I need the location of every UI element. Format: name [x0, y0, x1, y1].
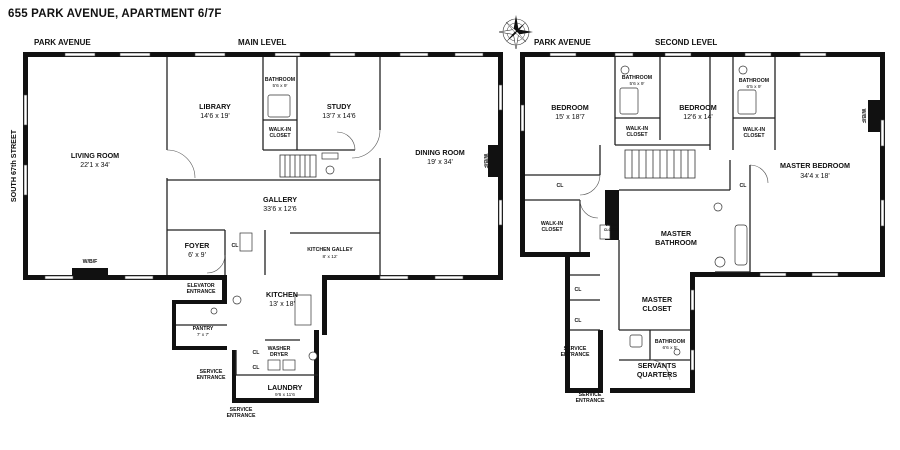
washer-dryer-label: WASHER [268, 346, 291, 352]
walkin-2-label-2: CLOSET [743, 133, 765, 139]
main-stairs [279, 154, 317, 178]
main-walkin-label: WALK-IN [269, 127, 291, 133]
laundry-label: LAUNDRY [268, 383, 303, 392]
walkin-1-label: WALK-IN [626, 126, 648, 132]
second-street-label: PARK AVENUE [534, 38, 591, 47]
fireplace-icon [488, 145, 499, 177]
main-walkin-label-2: CLOSET [269, 133, 291, 139]
gallery-label: GALLERY [263, 195, 297, 204]
side-street-label: SOUTH 67th STREET [9, 129, 18, 202]
living-room-dims: 22'1 x 34' [80, 162, 110, 169]
compass-rose-icon [498, 15, 533, 50]
second-service-entrance-2-label-2: ENTRANCE [576, 398, 605, 404]
main-bathroom-label: BATHROOM [265, 77, 295, 83]
bathroom-3-label: BATHROOM [655, 339, 685, 345]
servants-quarters-label-2: QUARTERS [637, 370, 678, 379]
living-wbf-label: W/B/F [83, 259, 98, 265]
service-entrance-2-label-2: ENTRANCE [227, 413, 256, 419]
master-bathroom-label: MASTER [661, 229, 692, 238]
dining-room-dims: 19' x 34' [427, 159, 453, 166]
bathroom-1-label: BATHROOM [622, 75, 652, 81]
living-room-label: LIVING ROOM [71, 151, 119, 160]
main-bathroom-dims: 5'6 x 9' [273, 83, 288, 89]
master-bathroom-label-2: BATHROOM [655, 238, 697, 247]
second-cl-3-label: CL [575, 287, 583, 293]
main-street-label: PARK AVENUE [34, 38, 91, 47]
bathroom-2-label: BATHROOM [739, 78, 769, 84]
main-level-plan: LIVING ROOM 22'1 x 34' LIBRARY 14'6 x 19… [9, 52, 503, 419]
linen-closet-label-2: CLOSET [604, 228, 619, 232]
elevator-entrance-label-2: ENTRANCE [187, 289, 216, 295]
second-wbf-label: W/B/F [860, 109, 866, 124]
pantry-dims: 7' x 7' [197, 332, 209, 338]
main-cl-label: CL [232, 243, 240, 249]
second-cl-4-label: CL [575, 318, 583, 324]
master-closet-label: MASTER [642, 295, 673, 304]
master-bedroom-label: MASTER BEDROOM [780, 161, 850, 170]
second-level-label: SECOND LEVEL [655, 38, 718, 47]
library-dims: 14'6 x 19' [200, 113, 230, 120]
kitchen-galley-label: KITCHEN GALLEY [307, 247, 353, 253]
pantry-label: PANTRY [193, 326, 214, 332]
second-service-entrance-1-label: SERVICE [564, 346, 587, 352]
bathroom-2-dims: 6'5 x 9' [747, 84, 762, 90]
walkin-3-label-2: CLOSET [541, 227, 563, 233]
laundry-dims: 9'6 x 11'6 [275, 392, 295, 398]
bathroom-3-dims: 6'6 x 5' [663, 345, 678, 351]
plan-title: 655 PARK AVENUE, APARTMENT 6/7F [8, 8, 222, 20]
elevator-entrance-label: ELEVATOR [187, 283, 215, 289]
laundry-cl-label-2: CL [253, 365, 261, 371]
study-dims: 13'7 x 14'6 [322, 113, 356, 120]
bedroom-2-dims: 12'6 x 14' [683, 114, 713, 121]
washer-dryer-label-2: DRYER [270, 352, 288, 358]
kitchen-dims: 13' x 18' [269, 301, 295, 308]
second-cl-2-label: CL [740, 183, 748, 189]
kitchen-label: KITCHEN [266, 290, 298, 299]
second-service-entrance-2-label: SERVICE [579, 392, 602, 398]
foyer-label: FOYER [185, 241, 211, 250]
walkin-1-label-2: CLOSET [626, 132, 648, 138]
master-closet-label-2: CLOSET [642, 304, 672, 313]
dining-room-label: DINING ROOM [415, 148, 465, 157]
bathroom-1-dims: 5'6 x 9' [630, 81, 645, 87]
walkin-3-label: WALK-IN [541, 221, 563, 227]
fireplace-icon [72, 268, 108, 276]
laundry-cl-label-1: CL [253, 350, 261, 356]
library-label: LIBRARY [199, 102, 231, 111]
service-entrance-1-label: SERVICE [200, 369, 223, 375]
second-cl-1-label: CL [557, 183, 565, 189]
study-label: STUDY [327, 102, 352, 111]
bedroom-1-dims: 15' x 18'7 [555, 114, 585, 121]
servants-quarters-label: SERVANTS [638, 361, 677, 370]
foyer-dims: 6' x 9' [188, 252, 206, 259]
kitchen-galley-dims: 8' x 12' [323, 254, 338, 260]
linen-closet-label: LINEN [606, 223, 617, 227]
fireplace-icon [868, 100, 880, 132]
gallery-dims: 33'6 x 12'6 [263, 206, 297, 213]
second-level-plan: BEDROOM 15' x 18'7 BATHROOM 5'6 x 9' WAL… [520, 52, 885, 404]
service-entrance-1-label-2: ENTRANCE [197, 375, 226, 381]
bedroom-2-label: BEDROOM [679, 103, 717, 112]
second-stairs [624, 149, 696, 179]
main-level-label: MAIN LEVEL [238, 38, 287, 47]
master-bedroom-dims: 34'4 x 18' [800, 173, 830, 180]
walkin-2-label: WALK-IN [743, 127, 765, 133]
service-entrance-2-label: SERVICE [230, 407, 253, 413]
bedroom-1-label: BEDROOM [551, 103, 589, 112]
dining-wbf-label: W/B/F [482, 154, 488, 169]
second-service-entrance-1-label-2: ENTRANCE [561, 352, 590, 358]
